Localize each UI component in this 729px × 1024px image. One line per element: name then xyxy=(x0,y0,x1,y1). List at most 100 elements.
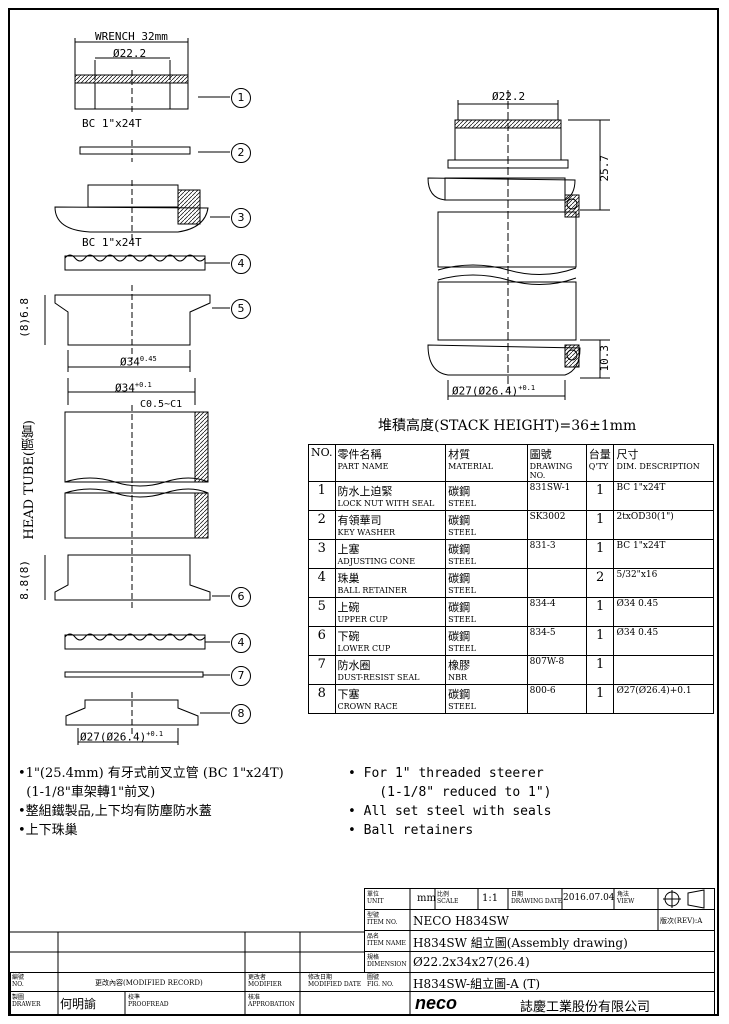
thread2-label: BC 1"x24T xyxy=(82,236,142,249)
assembly-view xyxy=(427,90,610,400)
projection-symbol-icon xyxy=(663,889,705,909)
crown-dia-label: Ø27(Ø26.4)+0.1 xyxy=(80,730,164,744)
cup-dia-upper: Ø340.45 xyxy=(120,355,157,369)
callout-4: 4 xyxy=(231,254,251,274)
note-en-2: (1-1/8" reduced to 1") xyxy=(348,785,552,800)
callout-7: 7 xyxy=(231,666,251,686)
note-zh-4: •上下珠巢 xyxy=(18,823,78,838)
note-en-4: • Ball retainers xyxy=(348,823,474,838)
row-qty: 1 xyxy=(585,481,615,511)
scale-value: 1:1 xyxy=(482,893,499,904)
notes-chinese: •1"(25.4mm) 有牙式前叉立管 (BC 1"x24T) (1-1/8"車… xyxy=(18,764,284,840)
date-value: 2016.07.04 xyxy=(563,893,615,903)
row-dim: Ø34 0.45 xyxy=(613,597,714,627)
row-drawing-no: 834-4 xyxy=(526,597,587,627)
thread1-label: BC 1"x24T xyxy=(82,117,142,130)
row-no: 6 xyxy=(308,626,336,656)
neco-logo: neco xyxy=(415,993,458,1013)
row-qty: 1 xyxy=(585,626,615,656)
wrench-label: WRENCH 32mm xyxy=(95,30,168,43)
callout-2: 2 xyxy=(231,143,251,163)
company-name: 誌慶工業股份有限公司 xyxy=(520,1000,651,1015)
callout-1: 1 xyxy=(231,88,251,108)
chamfer-label: C0.5~C1 xyxy=(140,399,183,410)
row-dim: Ø34 0.45 xyxy=(613,626,714,656)
drawer-value: 何明諭 xyxy=(60,997,97,1011)
callout-3: 3 xyxy=(231,208,251,228)
fig-no-value: H834SW-組立圖-A (T) xyxy=(413,977,541,991)
modified-record-label: 更改內容(MODIFIED RECORD) xyxy=(95,979,203,987)
top-dia-label: Ø22.2 xyxy=(113,47,147,60)
frame-dia: Ø34+0.1 xyxy=(115,381,152,395)
row-qty: 1 xyxy=(585,510,615,540)
asm-crown-dia: Ø27(Ø26.4)+0.1 xyxy=(452,384,536,398)
row-dim: 2txOD30(1") xyxy=(613,510,714,540)
note-zh-1: •1"(25.4mm) 有牙式前叉立管 (BC 1"x24T) xyxy=(18,766,284,781)
row-drawing-no: 834-5 xyxy=(526,626,587,656)
callout-5: 5 xyxy=(231,299,251,319)
dimension-value: Ø22.2x34x27(26.4) xyxy=(413,955,530,969)
notes-english: • For 1" threaded steerer (1-1/8" reduce… xyxy=(348,764,552,840)
note-zh-2: (1-1/8"車架轉1"前叉) xyxy=(18,785,156,800)
note-zh-3: •整組鐵製品,上下均有防塵防水蓋 xyxy=(18,804,212,819)
stack-height: 堆積高度(STACK HEIGHT)=36±1mm xyxy=(378,418,637,434)
row-dim: BC 1"x24T xyxy=(613,539,714,569)
exploded-view xyxy=(44,38,610,745)
callout-8: 8 xyxy=(231,704,251,724)
row-no: 4 xyxy=(308,568,336,598)
note-en-1: • For 1" threaded steerer xyxy=(348,766,544,781)
row-dim: Ø27(Ø26.4)+0.1 xyxy=(613,684,714,714)
callout-4b: 4 xyxy=(231,633,251,653)
row-drawing-no: SK3002 xyxy=(526,510,587,540)
row-drawing-no xyxy=(526,568,587,598)
row-dim: BC 1"x24T xyxy=(613,481,714,511)
row-qty: 1 xyxy=(585,684,615,714)
title-row-6 xyxy=(10,991,715,1015)
revision-label: 版次(REV):A xyxy=(660,917,703,925)
unit-value: mm xyxy=(417,893,436,904)
note-en-3: • All set steel with seals xyxy=(348,804,552,819)
model-value: NECO H834SW xyxy=(413,914,510,928)
callout-6: 6 xyxy=(231,587,251,607)
item-name-value: H834SW 組立圖(Assembly drawing) xyxy=(413,936,628,950)
row-qty: 2 xyxy=(585,568,615,598)
